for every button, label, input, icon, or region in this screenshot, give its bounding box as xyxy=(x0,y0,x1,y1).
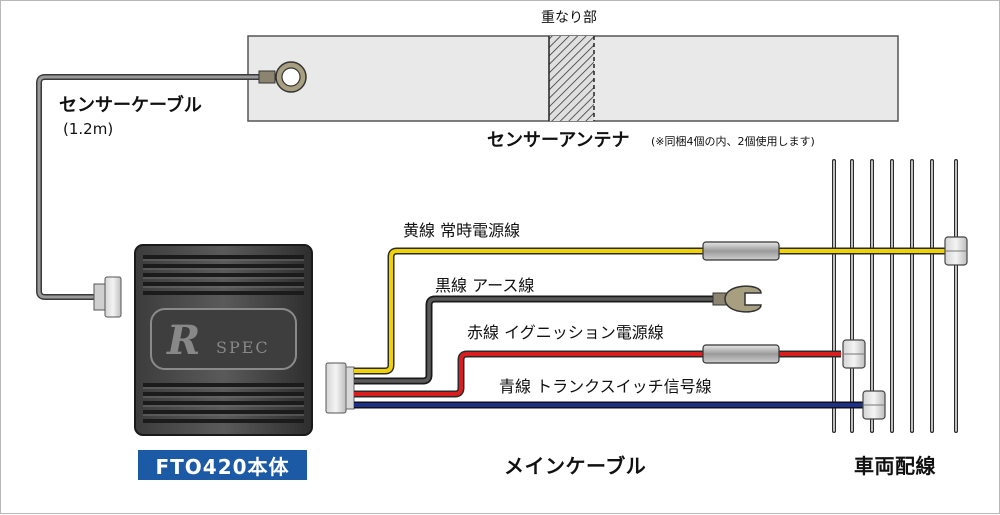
red-wire-label: 赤線 イグニッション電源線 xyxy=(467,323,664,342)
sensor-cable xyxy=(36,74,269,300)
vehicle-wiring-label: 車両配線 xyxy=(854,454,936,478)
main-cable-connector xyxy=(325,362,355,414)
sensor-cable-length: (1.2m) xyxy=(63,120,114,138)
fto420-unit: R SPEC xyxy=(134,244,313,436)
sensor-antenna-label: センサーアンテナ xyxy=(487,130,630,151)
main-cable-label: メインケーブル xyxy=(504,454,647,478)
logo-r-text: R xyxy=(166,317,200,364)
yellow-wire-label: 黄線 常時電源線 xyxy=(403,221,521,240)
tap-connector-blue xyxy=(862,390,886,420)
tap-connector-yellow xyxy=(944,236,968,266)
unit-badge: FTO420本体 xyxy=(138,450,307,480)
fuse-red xyxy=(702,344,780,364)
overlap-area xyxy=(549,36,594,121)
fuse-yellow xyxy=(702,241,780,261)
logo-plate xyxy=(150,308,297,370)
sensor-cable-label: センサーケーブル xyxy=(59,95,202,116)
sensor-plug xyxy=(93,276,122,318)
red-wire xyxy=(354,350,841,398)
black-wire xyxy=(354,295,717,385)
blue-wire-label: 青線 トランクスイッチ信号線 xyxy=(499,377,712,396)
ring-terminal-icon xyxy=(258,61,307,93)
sensor-antenna xyxy=(247,35,899,122)
black-wire-label: 黒線 アース線 xyxy=(435,276,535,295)
vehicle-harness xyxy=(832,159,958,433)
logo-spec-text: SPEC xyxy=(216,338,270,357)
ground-terminal-icon xyxy=(712,285,762,313)
tap-connector-red xyxy=(842,339,866,369)
yellow-wire xyxy=(354,247,949,375)
sensor-antenna-note: (※同梱4個の内、2個使用します) xyxy=(651,135,815,148)
overlap-label: 重なり部 xyxy=(541,10,597,26)
